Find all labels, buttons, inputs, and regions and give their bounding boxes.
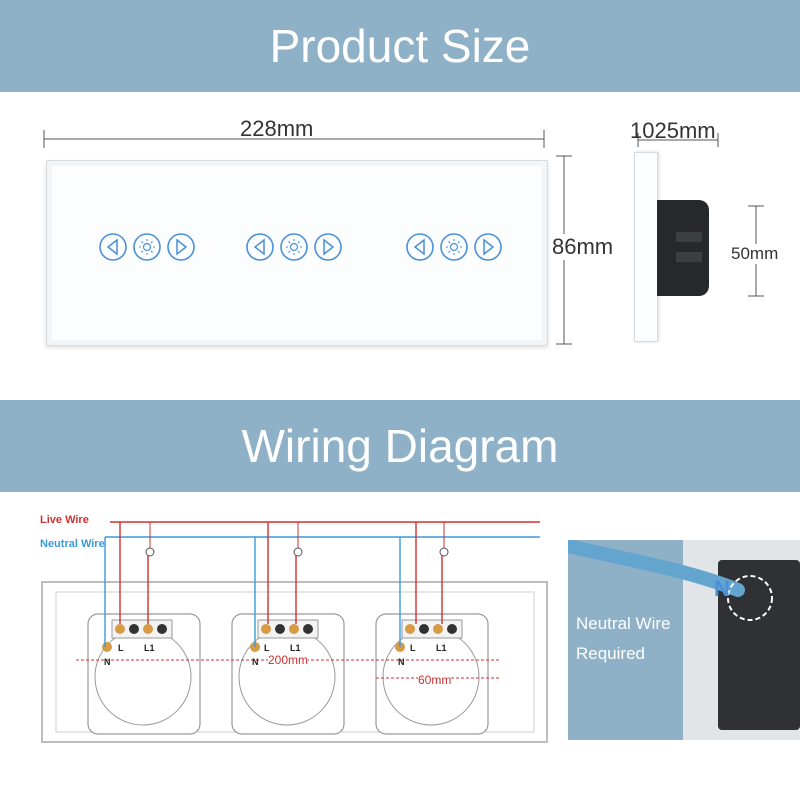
- spacing-200mm-label: 200mm: [268, 653, 309, 667]
- product-size-panel: 228mm: [0, 92, 800, 400]
- depth-label: 1025mm: [630, 118, 716, 143]
- light-bulb-icon: [280, 233, 308, 261]
- neutral-wire-label: Neutral Wire: [40, 538, 105, 550]
- terminal-L1-1: L1: [144, 643, 155, 653]
- wiring-box-1: [87, 522, 201, 735]
- width-label: 228mm: [240, 116, 314, 141]
- light-bulb-icon: [133, 233, 161, 261]
- dimmer-gang-3: [404, 229, 504, 270]
- light-bulb-icon: [440, 233, 468, 261]
- neutral-wire-cable: [568, 540, 773, 621]
- depth-dimension-line: [637, 133, 719, 147]
- live-wire-label: Live Wire: [40, 514, 89, 526]
- dimmer-gang-1: [97, 229, 197, 270]
- photo-caption-line1: Neutral Wire: [576, 614, 671, 633]
- product-size-banner: Product Size: [0, 0, 800, 92]
- width-dimension-line: [43, 130, 545, 148]
- box-height-label: 50mm: [731, 244, 779, 264]
- terminal-L1-3: L1: [436, 643, 447, 653]
- photo-caption-line2: Required: [576, 644, 645, 663]
- mounting-frame: [41, 581, 548, 743]
- increase-icon: [314, 233, 342, 261]
- terminal-L1-2: L1: [290, 643, 301, 653]
- switch-panel: [46, 160, 548, 346]
- wiring-diagram-banner: Wiring Diagram: [0, 400, 800, 492]
- decrease-icon: [246, 233, 274, 261]
- wiring-box-2: [231, 522, 345, 735]
- wiring-box-3: [375, 522, 489, 735]
- increase-icon: [474, 233, 502, 261]
- decrease-icon: [99, 233, 127, 261]
- neutral-n-label: N: [714, 576, 730, 601]
- terminal-L-3: L: [410, 643, 416, 653]
- neutral-wire-photo: N Neutral Wire Required: [568, 540, 800, 740]
- terminal-L-1: L: [118, 643, 124, 653]
- decrease-icon: [406, 233, 434, 261]
- height-label: 86mm: [552, 234, 614, 260]
- product-size-title: Product Size: [269, 20, 531, 72]
- terminal-N-1: N: [104, 657, 111, 667]
- terminal-N-3: N: [398, 657, 405, 667]
- terminal-L-2: L: [264, 643, 270, 653]
- switch-side-view: [634, 152, 724, 342]
- wiring-diagram: [41, 521, 548, 743]
- dimmer-gang-2: [244, 229, 344, 270]
- spacing-60mm-label: 60mm: [418, 673, 452, 687]
- increase-icon: [167, 233, 195, 261]
- wiring-diagram-title: Wiring Diagram: [241, 420, 559, 472]
- terminal-N-2: N: [252, 657, 259, 667]
